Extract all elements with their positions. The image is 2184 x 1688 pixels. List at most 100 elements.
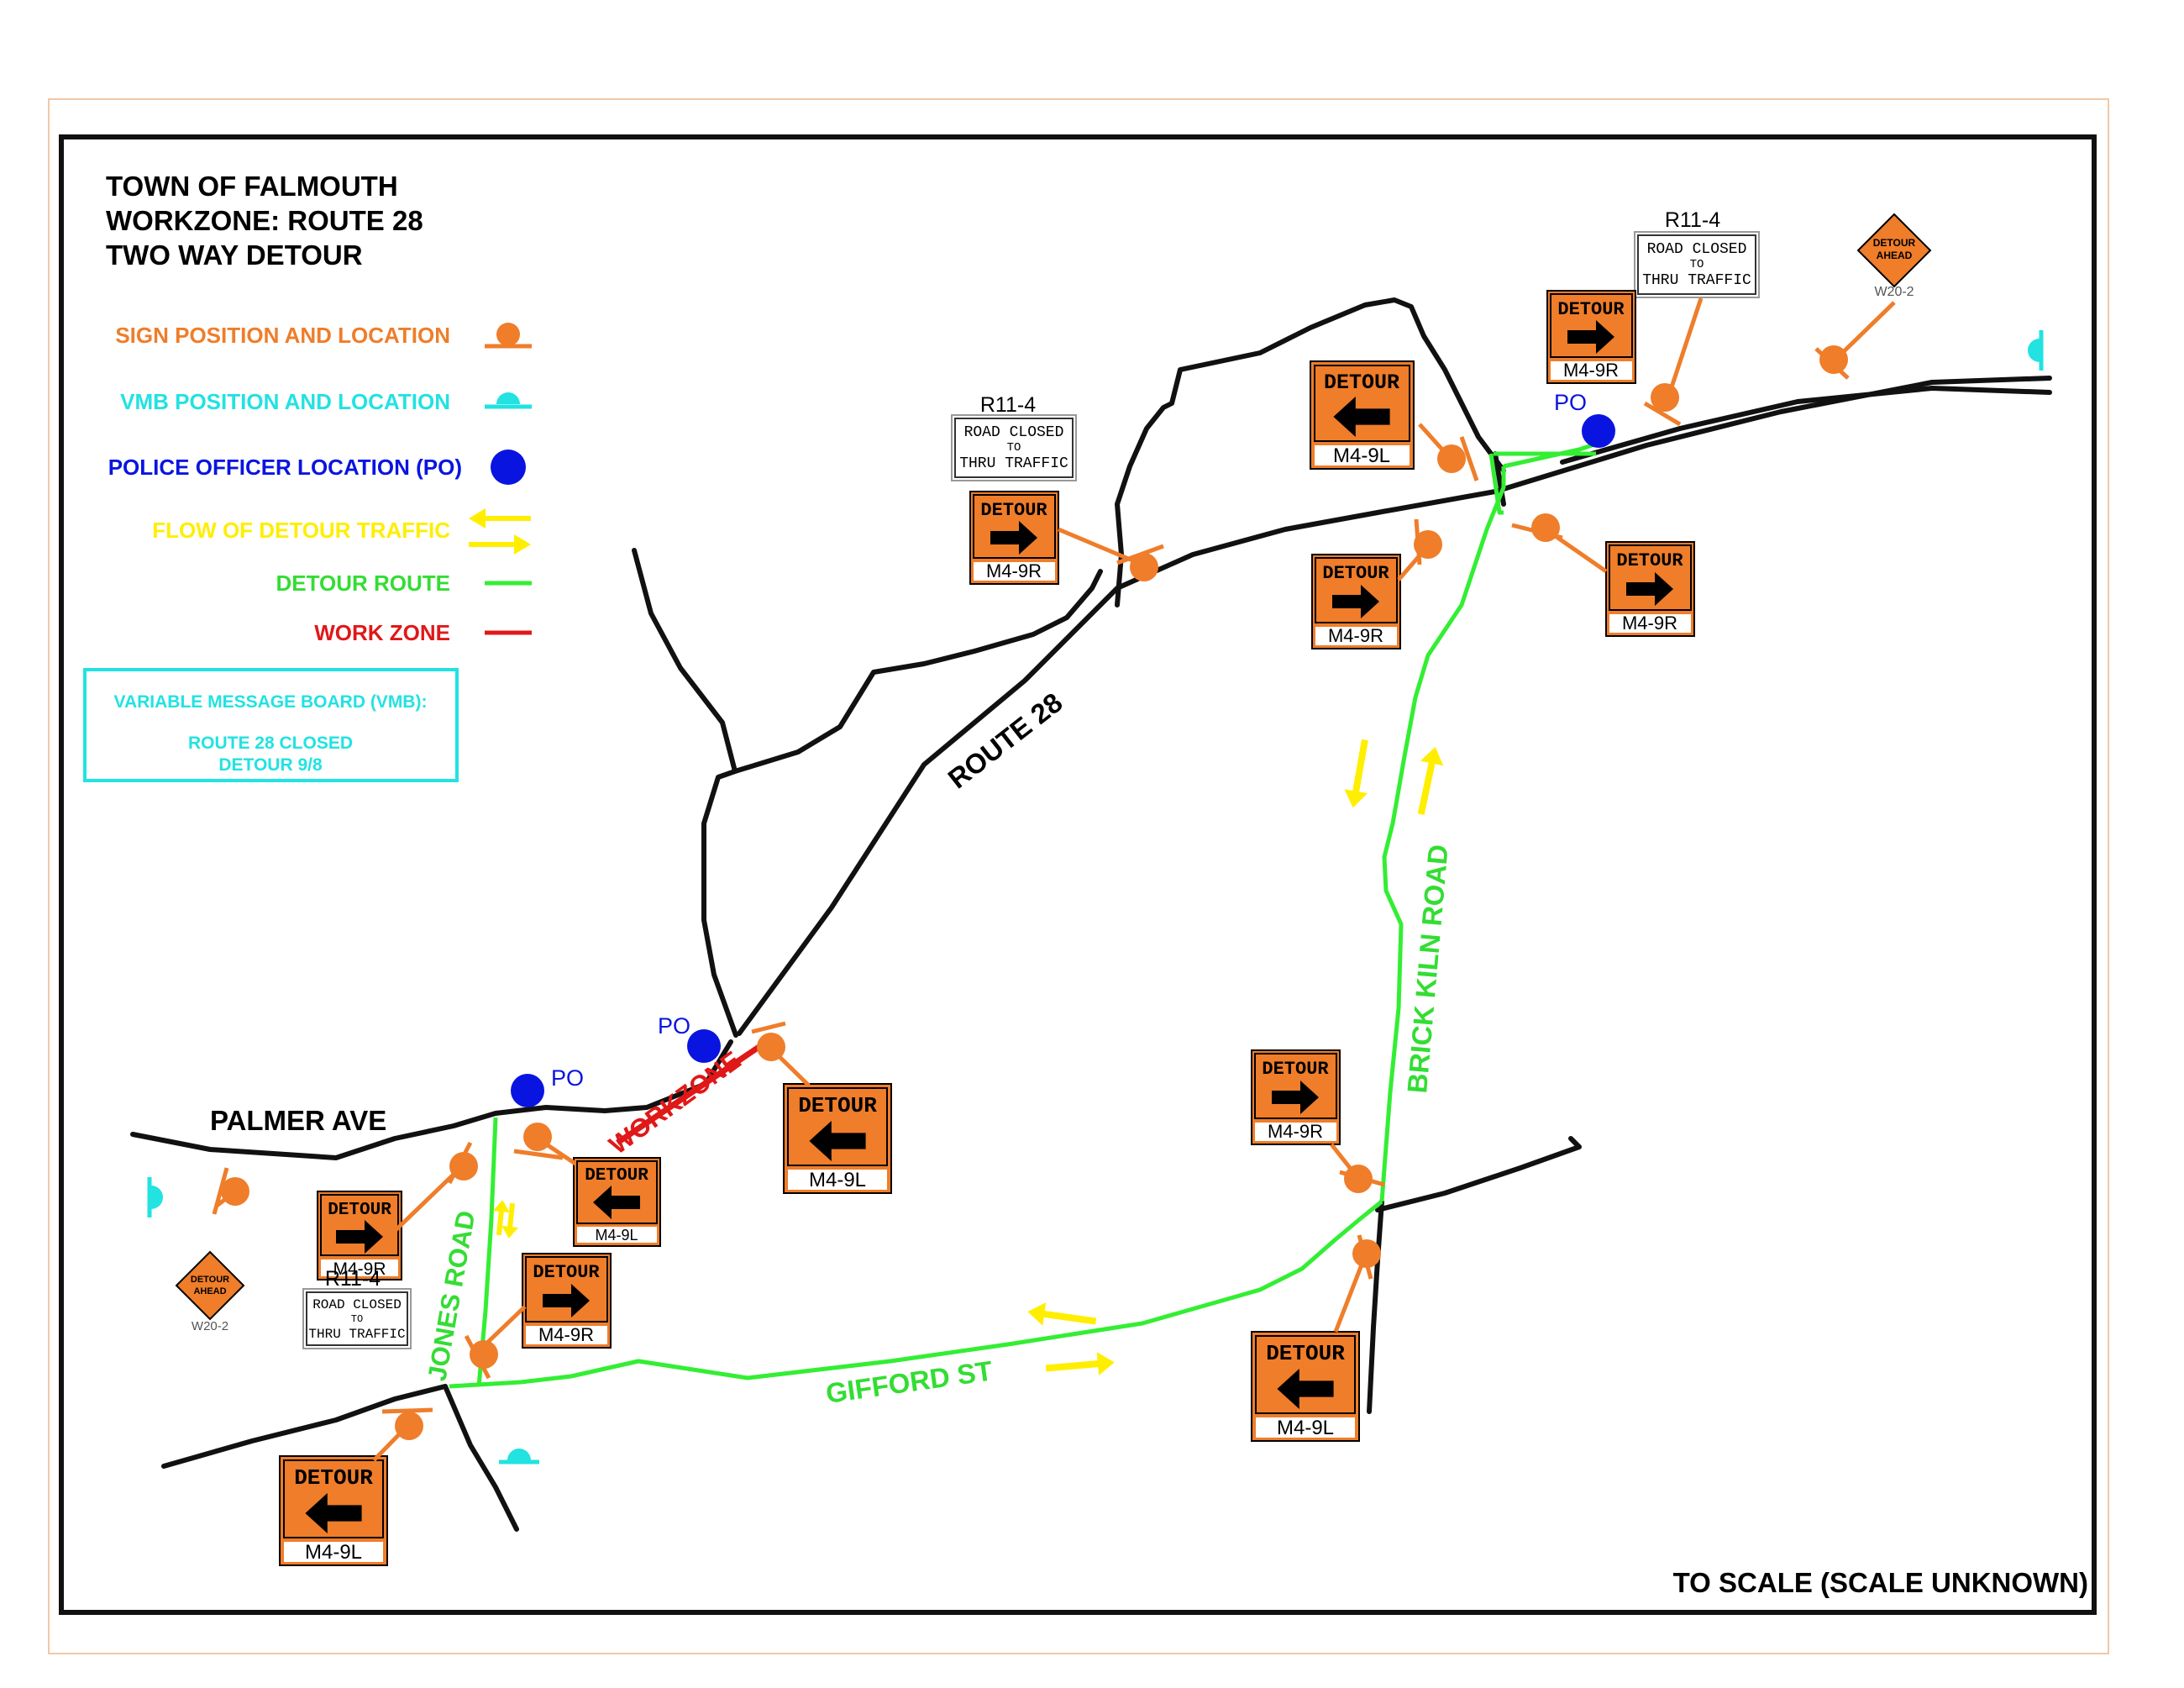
detour-ahead-line-2: AHEAD xyxy=(193,1286,226,1296)
route-28-label: ROUTE 28 xyxy=(942,686,1068,795)
flow-arrow-jones-south xyxy=(501,1202,519,1238)
flow-arrow-gifford-east xyxy=(1045,1352,1115,1376)
gifford-st-detour xyxy=(449,1200,1383,1389)
detour-left-sign: DETOUR M4-9L xyxy=(573,1157,661,1247)
po-label: PO xyxy=(551,1065,584,1091)
sign-position-marker xyxy=(1352,1239,1381,1268)
m4-9r-code: M4-9R xyxy=(1268,1121,1323,1142)
detour-sign-text: DETOUR xyxy=(980,500,1047,521)
road-closed-line-3: THRU TRAFFIC xyxy=(1642,272,1751,289)
north-road-a xyxy=(632,548,738,1038)
flow-arrow-jones-north xyxy=(492,1200,510,1236)
sign-position-marker xyxy=(1651,383,1679,412)
road-closed-line-1: ROAD CLOSED xyxy=(312,1297,402,1312)
road-closed-sign: R11-4 ROAD CLOSED TO THRU TRAFFIC xyxy=(302,1267,412,1349)
brick-kiln-south xyxy=(1367,1199,1384,1414)
title-line-1: TOWN OF FALMOUTH xyxy=(106,171,398,202)
legend-work-zone-label: WORK ZONE xyxy=(314,620,450,645)
detour-right-sign: DETOUR M4-9R xyxy=(522,1253,612,1349)
detour-ahead-sign: DETOUR AHEAD W20-2 xyxy=(175,1250,245,1333)
sign-position-marker xyxy=(470,1340,498,1369)
road-closed-line-2: TO xyxy=(1007,441,1021,455)
detour-sign-text: DETOUR xyxy=(533,1262,600,1283)
r11-4-code: R11-4 xyxy=(325,1267,381,1291)
detour-ahead-line-2: AHEAD xyxy=(1877,250,1913,261)
detour-sign-text: DETOUR xyxy=(328,1201,391,1220)
legend-vmb-label: VMB POSITION AND LOCATION xyxy=(120,389,450,414)
m4-9l-code: M4-9L xyxy=(1333,444,1390,467)
ramp-detour-east xyxy=(1488,453,1504,515)
sign-icon xyxy=(485,323,532,349)
road-closed-line-3: THRU TRAFFIC xyxy=(959,455,1068,472)
detour-sign-text: DETOUR xyxy=(1616,550,1683,571)
flow-arrow-brick-kiln-south xyxy=(1344,739,1368,808)
m4-9l-code: M4-9L xyxy=(809,1169,866,1191)
sign-position-marker xyxy=(1437,444,1466,473)
vmb-box-title: VARIABLE MESSAGE BOARD (VMB): xyxy=(114,692,428,712)
m4-9r-code: M4-9R xyxy=(1328,625,1383,646)
sign-position-marker xyxy=(1130,553,1158,581)
route-28-road-east xyxy=(1560,386,2052,465)
work-zone-segment xyxy=(616,1044,762,1145)
r11-4-code: R11-4 xyxy=(1665,208,1720,232)
map-frame xyxy=(59,134,2097,1615)
detour-ahead-sign: DETOUR AHEAD W20-2 xyxy=(1856,213,1932,299)
m4-9r-code: M4-9R xyxy=(1563,360,1619,381)
legend-sign-label: SIGN POSITION AND LOCATION xyxy=(115,323,450,348)
gifford-st-label: GIFFORD ST xyxy=(824,1354,995,1408)
detour-ahead-line-1: DETOUR xyxy=(1873,237,1916,249)
m4-9l-code: M4-9L xyxy=(1277,1417,1334,1439)
legend: SIGN POSITION AND LOCATION VMB POSITION … xyxy=(83,323,532,782)
route-28-road xyxy=(737,376,2052,1036)
title-line-3: TWO WAY DETOUR xyxy=(106,239,363,271)
sign-position-marker xyxy=(1414,530,1442,559)
legend-detour-route-label: DETOUR ROUTE xyxy=(276,571,450,596)
m4-9r-code: M4-9R xyxy=(986,560,1042,581)
po-label: PO xyxy=(1554,390,1587,415)
map-title: TOWN OF FALMOUTH WORKZONE: ROUTE 28 TWO … xyxy=(106,171,423,271)
road-closed-line-1: ROAD CLOSED xyxy=(964,424,1064,441)
r11-4-code: R11-4 xyxy=(980,393,1036,417)
palmer-ave-road xyxy=(130,1039,733,1160)
detour-left-sign: DETOUR M4-9L xyxy=(1310,360,1415,470)
sign-position-marker xyxy=(395,1412,423,1440)
m4-9r-code: M4-9R xyxy=(1622,613,1677,634)
detour-sign-text: DETOUR xyxy=(294,1465,373,1491)
sign-position-marker xyxy=(1819,345,1848,374)
detour-sign-text: DETOUR xyxy=(1324,371,1399,395)
road-closed-line-2: TO xyxy=(1690,258,1704,271)
po-label: PO xyxy=(658,1013,690,1039)
scale-note: TO SCALE (SCALE UNKNOWN) xyxy=(1673,1567,2088,1598)
vmb-marker xyxy=(147,1177,163,1217)
sign-position-marker xyxy=(221,1177,249,1206)
road-closed-line-1: ROAD CLOSED xyxy=(1647,241,1747,258)
detour-right-sign: DETOUR M4-9R xyxy=(1546,290,1636,384)
police-officer-marker xyxy=(1582,414,1615,448)
detour-left-sign: DETOUR M4-9L xyxy=(279,1455,388,1566)
flow-arrows-icon xyxy=(469,508,531,555)
north-road-b xyxy=(732,569,1103,774)
brick-kiln-road-label: BRICK KILN ROAD xyxy=(1401,844,1454,1095)
east-cross-road xyxy=(1375,1136,1582,1212)
road-network xyxy=(130,297,2052,1532)
vmb-markers xyxy=(147,330,2044,1465)
detour-right-sign: DETOUR M4-9R xyxy=(1251,1049,1341,1145)
legend-flow-label: FLOW OF DETOUR TRAFFIC xyxy=(152,518,450,543)
vmb-box-line-2: DETOUR 9/8 xyxy=(218,755,323,775)
detour-left-sign: DETOUR M4-9L xyxy=(783,1083,892,1194)
vmb-marker xyxy=(2028,330,2044,371)
workzone-label: WORKZONE xyxy=(604,1045,747,1160)
north-road-c xyxy=(1115,297,1506,607)
outer-frame xyxy=(48,98,2109,1654)
w20-2-code: W20-2 xyxy=(1874,285,1914,299)
m4-9l-code: M4-9L xyxy=(305,1541,362,1564)
detour-right-sign: DETOUR M4-9R xyxy=(1311,554,1401,649)
detour-sign-text: DETOUR xyxy=(1322,563,1389,584)
police-officer-locations: PO PO PO xyxy=(511,390,1615,1107)
vmb-marker xyxy=(499,1449,539,1465)
road-closed-line-3: THRU TRAFFIC xyxy=(308,1327,405,1342)
detour-sign-text: DETOUR xyxy=(585,1166,648,1186)
road-closed-line-2: TO xyxy=(351,1313,363,1325)
m4-9r-code: M4-9R xyxy=(333,1259,386,1279)
